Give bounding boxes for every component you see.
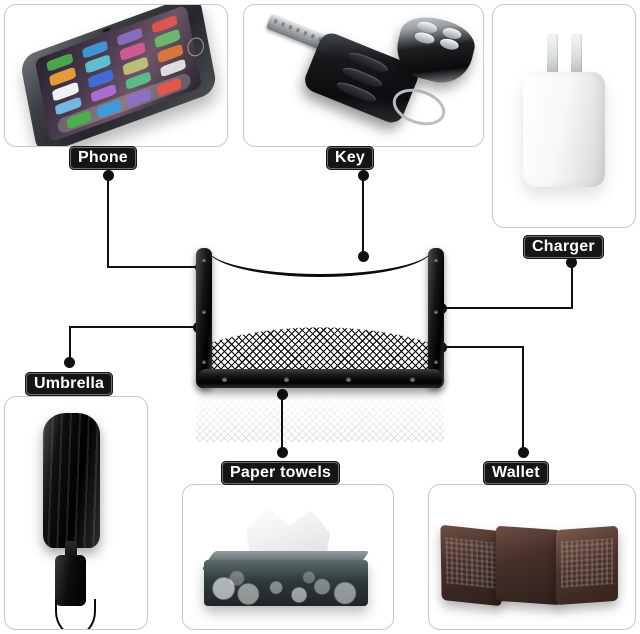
connector-line-umbrella-vertical bbox=[69, 326, 71, 363]
product-panel-phone[interactable] bbox=[4, 4, 228, 147]
connector-line-wallet-horizontal bbox=[441, 346, 524, 348]
product-panel-paper-towels[interactable] bbox=[182, 484, 394, 630]
connector-line-umbrella-horizontal bbox=[70, 326, 200, 328]
car-key-icon bbox=[244, 5, 483, 146]
connector-line-paper-towels-vertical bbox=[281, 394, 283, 453]
label-text-key: Key bbox=[335, 149, 365, 166]
connector-line-charger-vertical bbox=[571, 262, 573, 308]
connector-line-phone-horizontal bbox=[107, 266, 202, 268]
mesh-netting bbox=[209, 254, 431, 372]
label-badge-umbrella[interactable]: Umbrella bbox=[25, 372, 114, 397]
connector-dot-key-label bbox=[358, 170, 369, 181]
power-adapter-icon bbox=[493, 5, 635, 227]
label-badge-charger[interactable]: Charger bbox=[523, 235, 604, 260]
umbrella-icon bbox=[5, 397, 147, 629]
connector-line-charger-horizontal bbox=[441, 307, 573, 309]
label-text-charger: Charger bbox=[532, 238, 595, 255]
product-panel-umbrella[interactable] bbox=[4, 396, 148, 630]
mesh-storage-net-product bbox=[196, 248, 444, 388]
connector-dot-paper-towels-label bbox=[277, 447, 288, 458]
frame-rail-right bbox=[428, 248, 444, 388]
product-panel-charger[interactable] bbox=[492, 4, 636, 228]
product-panel-wallet[interactable] bbox=[428, 484, 636, 630]
connector-dot-umbrella-label bbox=[64, 357, 75, 368]
connector-line-key-vertical bbox=[362, 175, 364, 257]
connector-line-wallet-vertical bbox=[522, 346, 524, 453]
label-text-paper-towels: Paper towels bbox=[230, 464, 332, 481]
label-text-phone: Phone bbox=[78, 149, 128, 166]
connector-dot-paper-towels-product bbox=[277, 389, 288, 400]
label-text-wallet: Wallet bbox=[492, 464, 540, 481]
connector-dot-wallet-label bbox=[518, 447, 529, 458]
connector-dot-charger-label bbox=[566, 257, 577, 268]
frame-rail-bottom bbox=[198, 369, 442, 388]
label-badge-phone[interactable]: Phone bbox=[69, 146, 137, 171]
connector-line-phone-vertical bbox=[107, 175, 109, 267]
label-badge-wallet[interactable]: Wallet bbox=[483, 461, 549, 486]
tissue-box-icon bbox=[183, 485, 393, 629]
connector-dot-phone-label bbox=[103, 170, 114, 181]
product-reflection bbox=[196, 388, 444, 442]
product-panel-key[interactable] bbox=[243, 4, 484, 147]
label-badge-key[interactable]: Key bbox=[326, 146, 374, 171]
label-text-umbrella: Umbrella bbox=[34, 375, 105, 392]
frame-rail-left bbox=[196, 248, 212, 388]
smartphone-icon bbox=[5, 5, 227, 146]
net-frame bbox=[196, 248, 444, 388]
label-badge-paper-towels[interactable]: Paper towels bbox=[221, 461, 341, 486]
wallet-icon bbox=[429, 485, 635, 629]
